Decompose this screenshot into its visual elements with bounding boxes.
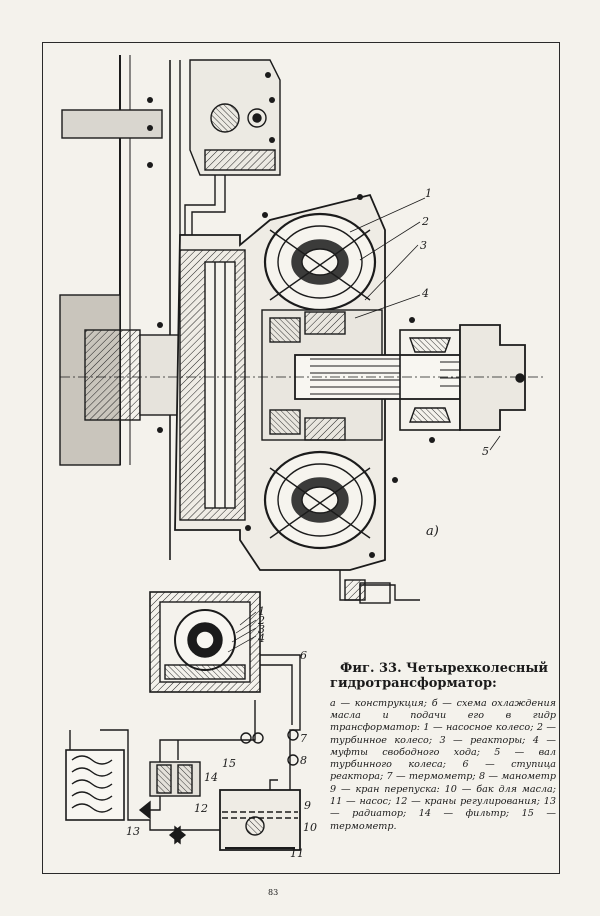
- callout-4-bottom: 4: [258, 632, 265, 645]
- callout-1-bottom: 1: [258, 605, 265, 618]
- callout-10-bottom: 10: [303, 821, 317, 834]
- converter-assembly: [59, 55, 545, 604]
- callout-3-bottom: 3: [258, 623, 265, 636]
- callout-11-bottom: 11: [290, 847, 304, 860]
- panel-a-label: а): [426, 524, 439, 539]
- callout-1-top: 1: [425, 187, 432, 200]
- figure-description: а — конструкция; б — схема охлаждения ма…: [330, 697, 556, 832]
- callout-5-top: 5: [482, 445, 489, 458]
- callout-8-bottom: 8: [300, 754, 307, 767]
- callout-7-bottom: 7: [300, 732, 307, 745]
- callout-13-bottom: 13: [126, 825, 140, 838]
- figure-caption: Фиг. 33. Четырехколесный гидротрансформа…: [330, 661, 556, 833]
- callout-12-bottom: 12: [194, 802, 208, 815]
- callout-15-bottom: 15: [222, 757, 236, 770]
- callout-3-top: 3: [420, 239, 427, 252]
- page-border: [42, 42, 560, 874]
- callout-14-bottom: 14: [204, 771, 218, 784]
- callout-2-bottom: 2: [258, 614, 265, 627]
- page-mark: 83: [268, 888, 279, 897]
- callout-4-top: 4: [422, 287, 429, 300]
- callout-2-top: 2: [422, 215, 429, 228]
- cooling-schematic: [65, 591, 301, 851]
- callout-6-bottom: 6: [300, 649, 307, 662]
- figure-title: Фиг. 33. Четырехколесный гидротрансформа…: [330, 661, 549, 691]
- callout-9-bottom: 9: [304, 799, 311, 812]
